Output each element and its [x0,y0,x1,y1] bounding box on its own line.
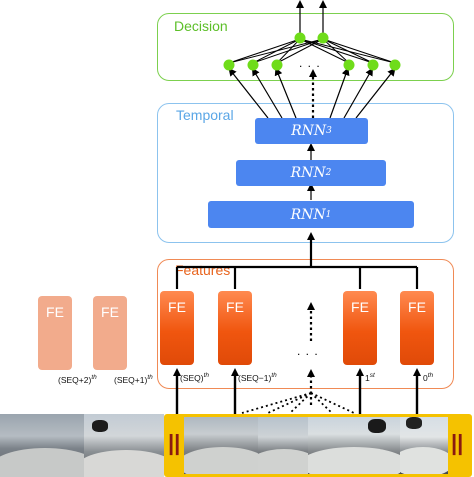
frame-photo-bowl [308,447,400,474]
frame-fan-dotted-lines [241,392,355,414]
frame-photo-skater [368,419,386,433]
pause-icon-right: || [451,430,464,455]
rnn2-label: RNN [290,165,326,181]
output-node [317,32,329,44]
frame-photo-seq-plus-2 [0,414,84,477]
frame-photo-seq-minus-1 [258,417,308,474]
hidden-nodes [223,59,401,71]
fe-block-seq-minus-1: FE [218,291,252,365]
frame-photo-0th [400,417,448,474]
rnn-to-hidden-arrows [228,67,396,119]
seq-label-seq: (SEQ)th [180,372,210,383]
output-node [294,32,306,44]
fe-block-seq-plus-1: FE [93,296,127,370]
frame-photo-skater [92,420,108,432]
fe-block-0th: FE [400,291,434,365]
frame-photo-seq-plus-1 [84,414,164,477]
frame-photo-skater [406,417,422,429]
output-nodes [294,32,329,44]
fe-block-1st: FE [343,291,377,365]
frame-photo-seq [184,417,258,474]
rnn2-subscript: 2 [325,168,332,178]
hidden-node [343,59,355,71]
fe-block-seq: FE [160,291,194,365]
frame-photo-bowl [400,447,448,474]
features-module [157,259,454,389]
pause-icon-left: || [168,430,181,455]
hidden-node [247,59,259,71]
decision-module-label: Decision [174,18,228,34]
hidden-node [389,59,401,71]
seq-label-seq-plus-1: (SEQ+1)th [114,374,153,385]
frame-photo-bowl [0,448,84,477]
seq-label-seq-minus-1: (SEQ−1)th [238,372,277,383]
frame-photo-bowl [258,449,308,474]
rnn3-subscript: 3 [326,126,332,136]
temporal-module-label: Temporal [176,107,234,123]
hidden-node [271,59,283,71]
rnn1-label: RNN [290,206,326,223]
hidden-node [367,59,379,71]
rnn3-label: RNN [291,123,327,139]
features-ellipsis: . . . [297,344,319,358]
frame-photo-bowl [84,450,164,477]
frame-photo-bowl [184,447,258,474]
hidden-to-output-connections [228,38,396,64]
hidden-node [223,59,235,71]
frame-photo-1st [308,417,400,474]
seq-label-0th: 0th [423,372,434,383]
seq-label-1st: 1st [365,372,375,383]
temporal-module [157,103,454,243]
decision-ellipsis: . . . [299,56,321,70]
decision-module [157,13,454,81]
feature-bus [175,265,419,289]
seq-label-seq-plus-2: (SEQ+2)th [58,374,97,385]
fe-block-seq-plus-2: FE [38,296,72,370]
frame-to-fe-arrows [173,368,421,414]
rnn1-subscript: 1 [325,209,332,220]
